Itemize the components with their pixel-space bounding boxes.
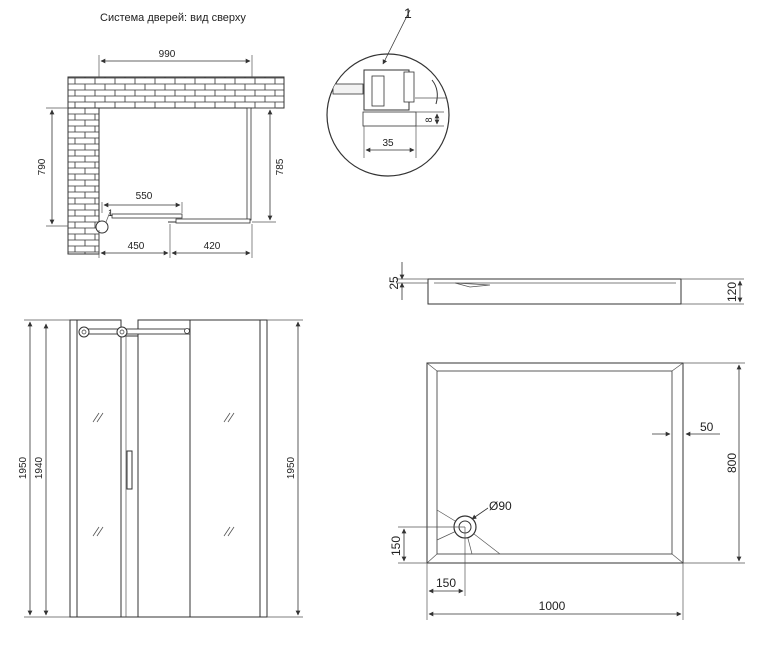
dim-420: 420 <box>204 241 221 252</box>
center-fixed-panel <box>137 319 191 618</box>
front-view: 1950 1940 1950 <box>18 319 303 618</box>
dim-150-vertical: 150 <box>389 536 403 556</box>
dim-550: 550 <box>136 191 153 202</box>
left-wall-panel <box>69 319 78 618</box>
glass-marks <box>92 412 235 537</box>
door-handle <box>126 450 133 490</box>
top-view-title: Система дверей: вид сверху <box>100 12 246 24</box>
roller-right <box>116 326 128 338</box>
dim-800: 800 <box>725 453 739 473</box>
top-rail <box>85 328 191 335</box>
tray-inner <box>436 370 673 555</box>
back-wall <box>67 76 285 109</box>
dim-1950-left: 1950 <box>18 456 29 479</box>
right-wall-panel <box>259 319 268 618</box>
detail-view: 35 8 1 <box>326 5 450 177</box>
detail-callout-1: 1 <box>404 5 412 21</box>
tray-top-view: Ø90 50 800 1000 150 150 <box>389 362 745 620</box>
dim-450: 450 <box>128 241 145 252</box>
dim-120: 120 <box>725 282 739 302</box>
left-wall <box>67 107 100 255</box>
dim-1950-right: 1950 <box>286 456 297 479</box>
dim-785: 785 <box>275 158 286 175</box>
callout-leader <box>382 9 411 65</box>
dim-1000: 1000 <box>539 599 566 613</box>
dim-8: 8 <box>424 117 434 122</box>
dim-790: 790 <box>37 158 48 175</box>
dim-150-horizontal: 150 <box>436 576 456 590</box>
dim-25: 25 <box>387 276 401 290</box>
dim-35: 35 <box>382 138 394 149</box>
top-view: Система дверей: вид сверху 990 790 785 1 <box>37 12 286 258</box>
hinge-detail-circle <box>95 220 109 234</box>
front-panel-top <box>175 218 251 224</box>
sliding-door-top <box>111 213 183 219</box>
dim-990: 990 <box>159 49 176 60</box>
rail-end <box>184 328 190 334</box>
roller-left <box>78 326 90 338</box>
dim-drain-diameter: Ø90 <box>489 499 512 513</box>
fixed-panel-top <box>246 107 252 221</box>
top-callout-1: 1 <box>108 208 113 218</box>
dim-1940: 1940 <box>34 456 45 479</box>
dim-50: 50 <box>700 420 714 434</box>
right-fixed-panel <box>189 319 261 618</box>
tray-side-view: 25 120 <box>387 262 744 305</box>
left-fixed-panel <box>76 319 122 618</box>
